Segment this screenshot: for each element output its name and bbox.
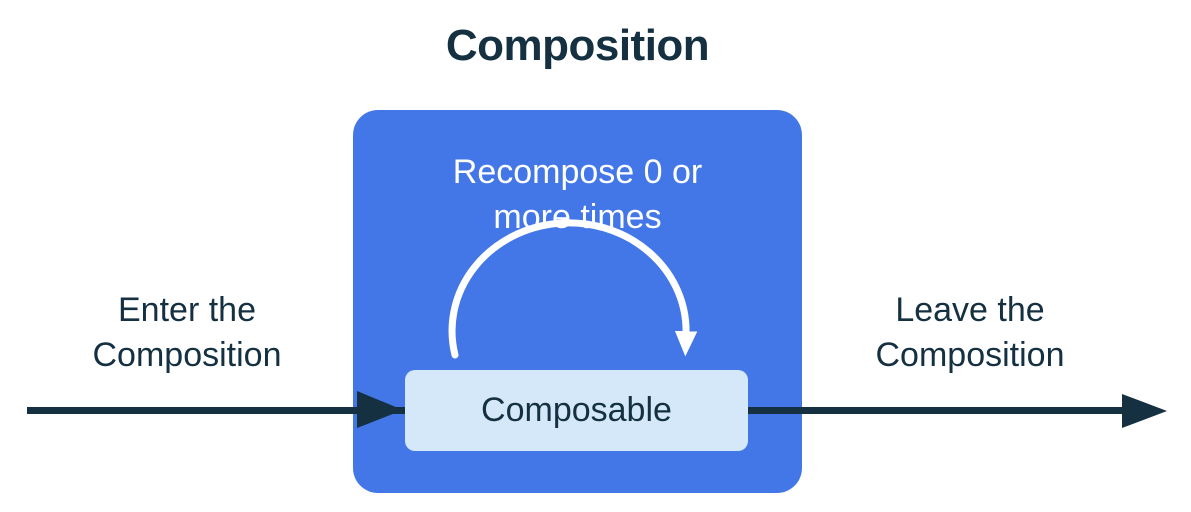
recompose-arc-arrow [448,219,698,359]
leave-arrowhead-icon [1122,394,1167,428]
composable-label: Composable [481,391,672,429]
diagram-title: Composition [445,21,710,70]
enter-composition-label: Enter the Composition [92,291,282,374]
enter-arrowhead-icon [357,391,403,428]
composable-box: Composable [405,370,748,451]
recompose-label: Recompose 0 or more times [452,153,703,236]
leave-composition-label: Leave the Composition [875,291,1065,374]
